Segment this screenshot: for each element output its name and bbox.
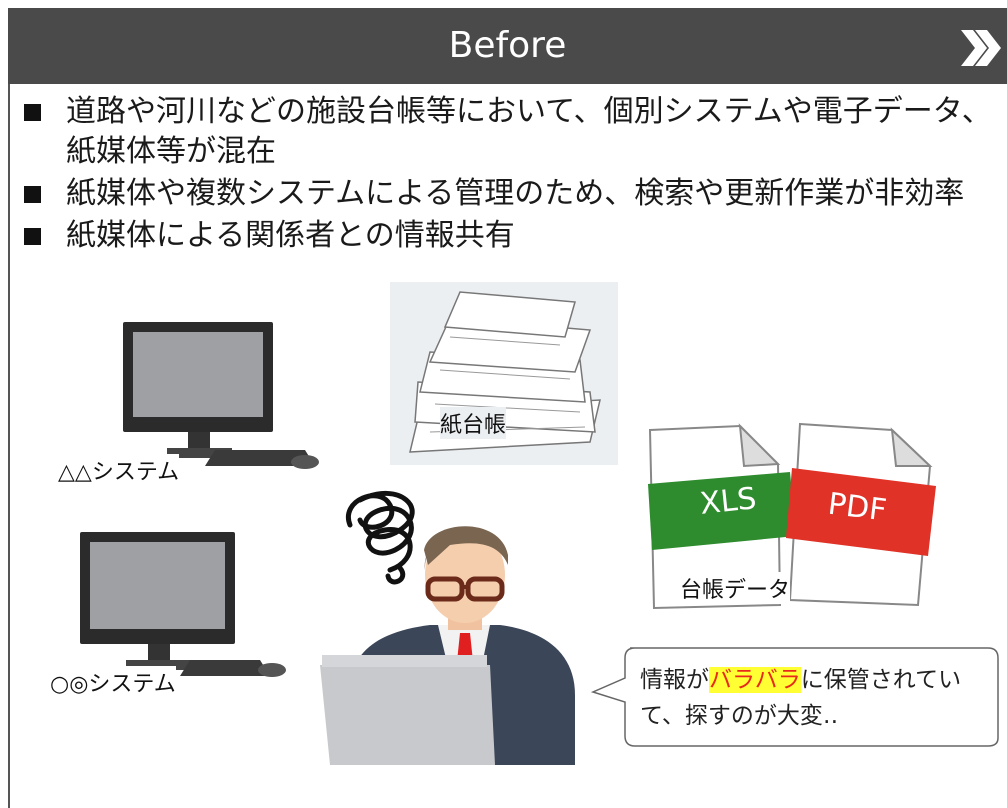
- bullet-square-icon: [24, 104, 41, 121]
- bullet-item: 紙媒体による関係者との情報共有: [20, 216, 1000, 256]
- confusion-scribble-icon: [345, 490, 415, 585]
- slide-title: Before: [448, 25, 567, 66]
- slide-frame: [8, 8, 1007, 808]
- bullet-square-icon: [24, 186, 41, 203]
- bubble-highlight: バラバラ: [709, 667, 801, 693]
- computer-a-icon: [123, 322, 319, 469]
- bullet-text: 道路や河川などの施設台帳等において、個別システムや電子データ、紙媒体等が混在: [66, 94, 992, 169]
- speech-bubble: [590, 647, 999, 747]
- slide-header: Before: [8, 8, 1007, 84]
- bubble-text-post: に保管されていて、探すのが大変‥: [640, 667, 962, 729]
- ledger-data-label: 台帳データ: [680, 572, 791, 604]
- xls-label: XLS: [698, 481, 758, 522]
- double-chevron-icon: [961, 30, 1001, 66]
- pdf-label: PDF: [826, 486, 889, 529]
- man-with-laptop-icon: [320, 526, 575, 765]
- bullet-list: 道路や河川などの施設台帳等において、個別システムや電子データ、紙媒体等が混在 紙…: [20, 92, 1000, 258]
- computer-b-icon: [80, 532, 286, 677]
- system-b-label: ○◎システム: [50, 666, 176, 698]
- speech-bubble-text: 情報がバラバラに保管されていて、探すのが大変‥: [640, 662, 970, 734]
- bullet-item: 紙媒体や複数システムによる管理のため、検索や更新作業が非効率: [20, 174, 1000, 214]
- bullet-square-icon: [24, 228, 41, 245]
- bubble-text-pre: 情報が: [640, 667, 709, 693]
- paper-ledger-image: 紙台帳: [390, 282, 618, 465]
- documents-icon: [648, 422, 936, 610]
- paper-ledger-label: 紙台帳: [440, 407, 507, 439]
- bullet-item: 道路や河川などの施設台帳等において、個別システムや電子データ、紙媒体等が混在: [20, 92, 1000, 172]
- bullet-text: 紙媒体による関係者との情報共有: [66, 218, 515, 253]
- bullet-text: 紙媒体や複数システムによる管理のため、検索や更新作業が非効率: [66, 176, 965, 211]
- system-a-label: △△システム: [58, 454, 180, 486]
